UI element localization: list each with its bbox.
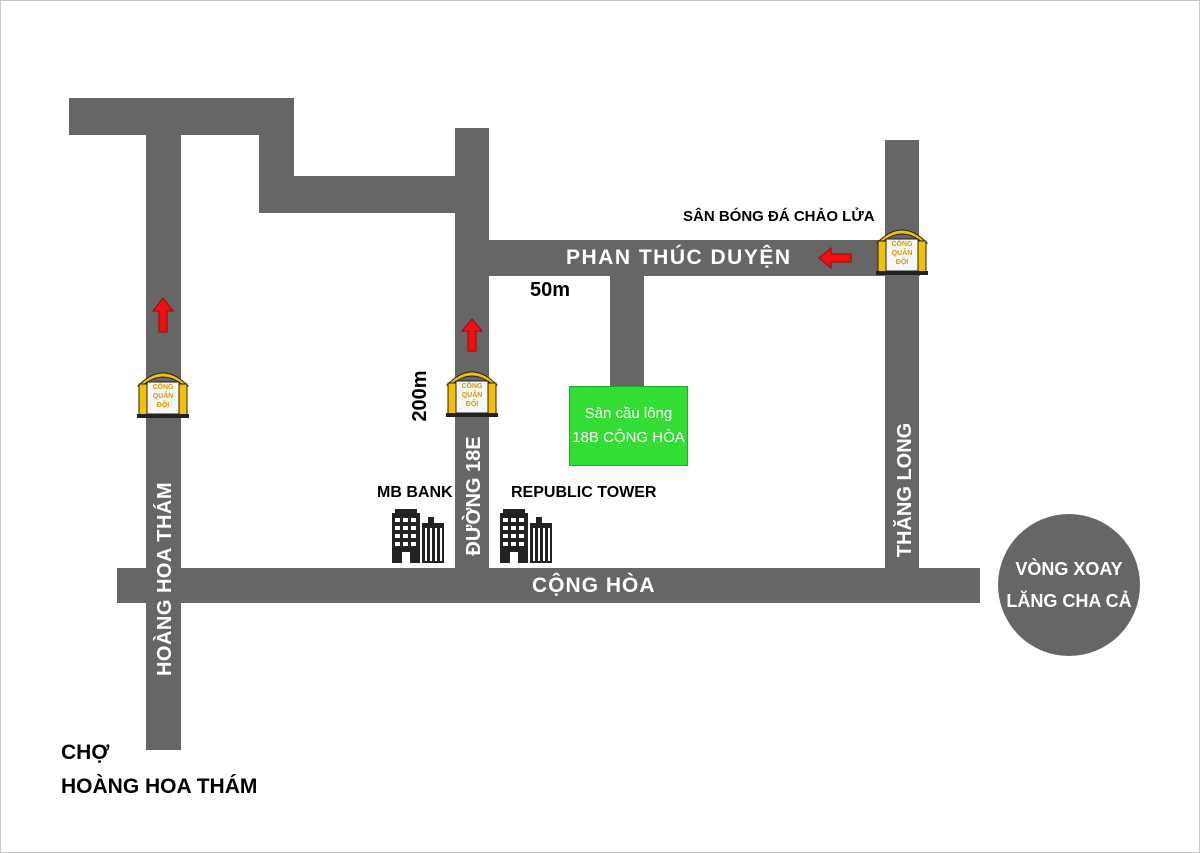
gate-text-line2: QUÂN xyxy=(461,392,483,399)
military-gate-icon: CỔNG QUÂN ĐỘI xyxy=(444,363,500,419)
court-name-line2: 18B CỘNG HÒA xyxy=(572,429,685,446)
gate-text-line1: CỔNG xyxy=(461,383,483,390)
road-upper-horizontal xyxy=(259,176,489,213)
direction-arrow-icon xyxy=(151,297,175,333)
road-cong-hoa xyxy=(117,568,980,603)
street-label-phan-thuc-duyen: PHAN THÚC DUYỆN xyxy=(566,246,792,269)
market-label: CHỢ HOÀNG HOA THÁM xyxy=(61,736,257,804)
landmark-label-mb-bank: MB BANK xyxy=(377,484,453,501)
road-top-left xyxy=(69,98,294,135)
street-label-cong-hoa: CỘNG HÒA xyxy=(532,574,656,597)
street-label-duong-18e: ĐƯỜNG 18E xyxy=(463,436,485,556)
direction-arrow-icon xyxy=(460,318,484,352)
office-building-icon xyxy=(392,509,444,563)
roundabout-line2: LĂNG CHA CẢ xyxy=(1006,591,1132,611)
gate-text-line2: QUÂN xyxy=(891,250,913,257)
gate-text-line2: QUÂN xyxy=(152,393,174,400)
market-line2: HOÀNG HOA THÁM xyxy=(61,775,258,798)
road-court-branch xyxy=(610,276,644,387)
road-thang-long xyxy=(885,140,919,570)
office-building-icon xyxy=(500,509,552,563)
landmark-label-republic-tower: REPUBLIC TOWER xyxy=(511,484,657,501)
gate-text-line3: ĐỘI xyxy=(895,259,909,266)
market-line1: CHỢ xyxy=(61,741,110,764)
direction-arrow-icon xyxy=(818,246,852,270)
court-name-line1: Sân cầu lông xyxy=(584,405,673,422)
gate-text-line3: ĐỘI xyxy=(465,401,479,408)
distance-label-200m: 200m xyxy=(409,370,431,422)
badminton-court-marker: Sân cầu lông 18B CỘNG HÒA xyxy=(569,386,688,466)
roundabout-line1: VÒNG XOAY xyxy=(1015,559,1123,579)
distance-label-50m: 50m xyxy=(530,279,571,301)
landmark-label-san-bong: SÂN BÓNG ĐÁ CHẢO LỬA xyxy=(683,208,875,225)
road-hoang-hoa-tham xyxy=(146,128,181,750)
gate-text-line1: CỔNG xyxy=(891,241,913,248)
roundabout-marker: VÒNG XOAY LĂNG CHA CẢ xyxy=(998,514,1140,656)
gate-text-line3: ĐỘI xyxy=(156,402,170,409)
street-label-thang-long: THĂNG LONG xyxy=(894,422,916,558)
military-gate-icon: CỔNG QUÂN ĐỘI xyxy=(135,364,191,420)
gate-text-line1: CỔNG xyxy=(152,384,174,391)
street-label-hoang-hoa-tham: HOÀNG HOA THÁM xyxy=(154,481,176,677)
military-gate-icon: CỔNG QUÂN ĐỘI xyxy=(874,221,930,277)
